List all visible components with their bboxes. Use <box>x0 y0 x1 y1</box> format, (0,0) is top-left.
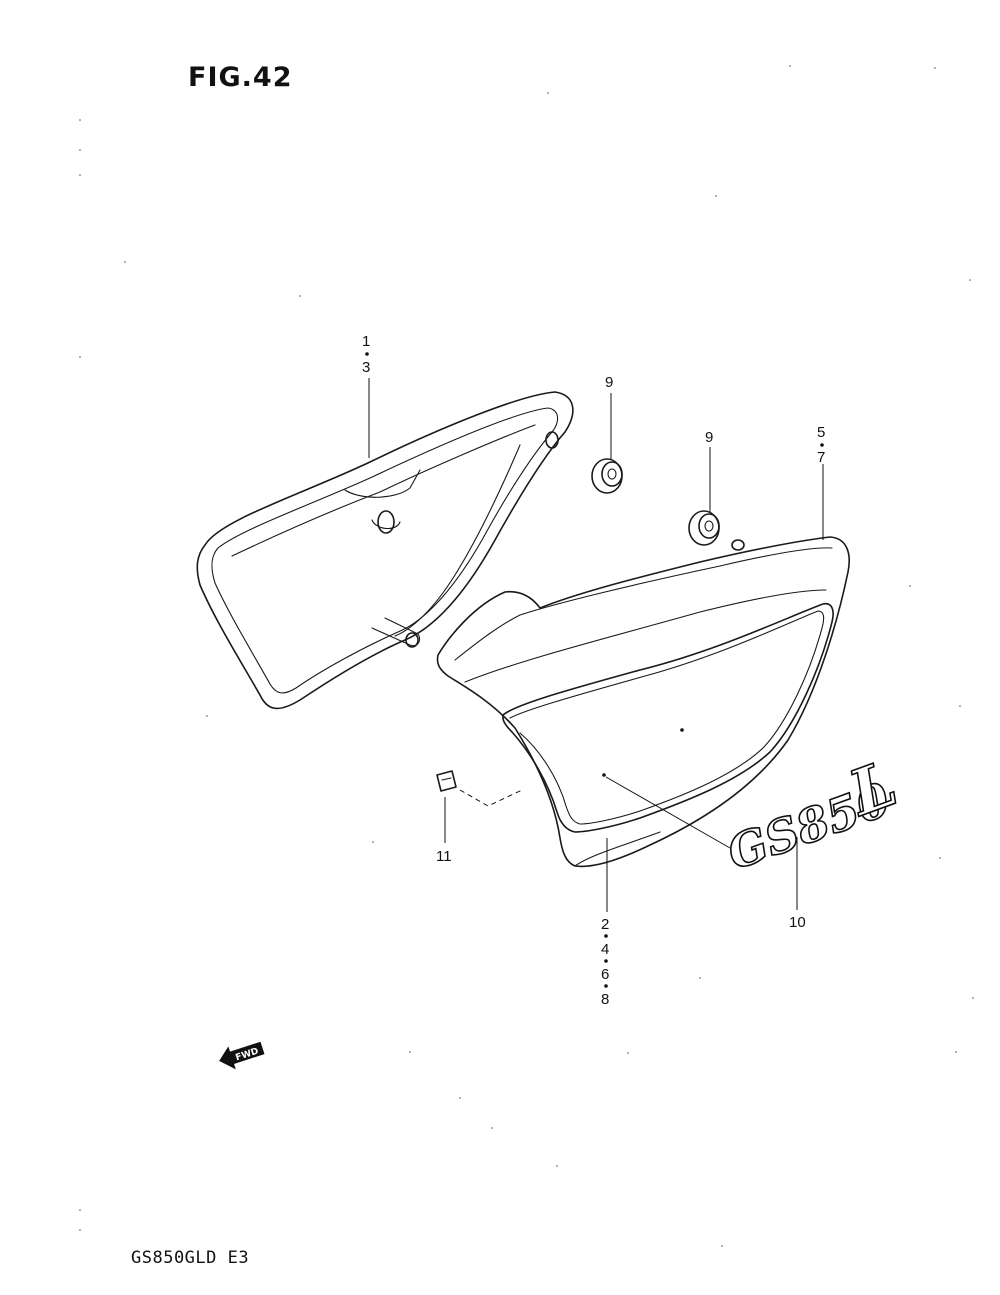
callout-9-lower: 9 <box>705 429 713 446</box>
leader-lines <box>368 378 824 912</box>
callout-5-7: 5 7 <box>817 424 825 466</box>
model-code: GS850GLD E3 <box>131 1248 250 1268</box>
callout-number: 11 <box>436 848 452 865</box>
grommet-upper <box>591 458 623 494</box>
callout-number: 7 <box>817 449 825 466</box>
callout-number: 9 <box>705 429 713 446</box>
callout-number: 8 <box>601 991 609 1008</box>
callout-number: 6 <box>601 966 609 983</box>
callout-9-upper: 9 <box>605 374 613 391</box>
grommet-lower <box>688 510 720 546</box>
callout-number: 3 <box>362 359 370 376</box>
callout-number: 10 <box>789 914 806 931</box>
left-frame-cover <box>196 391 574 710</box>
callout-number: 2 <box>601 916 609 933</box>
fwd-arrow-icon: FWD <box>219 1041 265 1070</box>
callout-number: 4 <box>601 941 609 958</box>
figure-title: FIG.42 <box>188 62 293 93</box>
callout-number: 9 <box>605 374 613 391</box>
callout-11: 11 <box>436 848 452 865</box>
callout-1-3: 1 3 <box>362 333 370 376</box>
right-side-cover <box>436 536 850 868</box>
gs850-emblem: GS850 L <box>719 746 906 881</box>
callout-number: 1 <box>362 333 370 350</box>
callout-2-4-6-8: 2 4 6 8 <box>601 916 609 1008</box>
callout-number: 5 <box>817 424 825 441</box>
cover-clip <box>436 770 457 792</box>
callout-10: 10 <box>789 914 806 931</box>
scan-speckles <box>79 65 974 1247</box>
